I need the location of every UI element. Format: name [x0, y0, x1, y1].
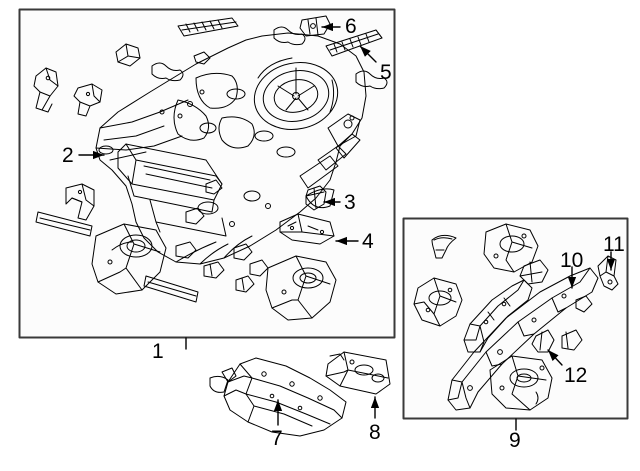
small-part-clip-6 — [299, 15, 331, 37]
main-floor-pan-assembly — [33, 15, 388, 321]
callout-leaders — [78, 22, 616, 431]
callout-label-9: 9 — [509, 429, 521, 452]
callout-label-7: 7 — [271, 427, 283, 450]
small-part-bracket-3 — [305, 185, 327, 211]
callout-label-11: 11 — [603, 233, 625, 256]
callout-label-10: 10 — [560, 249, 584, 272]
callout-label-5: 5 — [380, 61, 392, 84]
small-part-bracket-b — [73, 83, 103, 117]
small-part-clip-b — [193, 51, 211, 65]
callout-label-8: 8 — [369, 421, 381, 444]
side-member-panel-border — [402, 217, 629, 420]
small-part-clip-e — [233, 243, 253, 261]
small-part-dogbone-a — [151, 62, 184, 82]
small-part-bracket-c — [65, 183, 95, 221]
callout-label-6: 6 — [345, 15, 357, 38]
small-part-strip-b — [35, 211, 93, 237]
leader-5 — [359, 45, 377, 63]
small-part-clip-d — [203, 261, 225, 279]
rear-floor-extension-part-8 — [325, 351, 391, 395]
small-part-dogbone-b — [273, 26, 306, 46]
small-part-clip-g — [249, 259, 269, 277]
rear-crossmember-part-7 — [209, 357, 347, 437]
small-part-rail-5 — [325, 29, 383, 57]
small-part-wheelhouse-a — [91, 223, 167, 295]
small-part-clip-c — [175, 241, 197, 259]
small-part-strip-a — [177, 17, 239, 37]
small-part-wheelhouse-b — [265, 255, 337, 321]
small-part-strip-c — [143, 275, 199, 303]
callout-label-12: 12 — [564, 364, 588, 387]
small-part-clip-a — [115, 43, 141, 67]
callout-label-1: 1 — [152, 340, 164, 363]
small-part-dogbone-c — [355, 70, 388, 90]
small-part-crossmember-4 — [279, 213, 335, 245]
small-part-bracket-d — [185, 207, 205, 225]
callout-label-3: 3 — [344, 191, 356, 214]
leader-12 — [547, 349, 563, 366]
side-member-assembly — [413, 223, 619, 411]
small-part-clip-h — [205, 179, 223, 195]
small-part-bracket-a — [33, 67, 59, 113]
small-part-clip-f — [235, 275, 255, 293]
callout-label-4: 4 — [362, 230, 374, 253]
callout-label-2: 2 — [62, 144, 74, 167]
